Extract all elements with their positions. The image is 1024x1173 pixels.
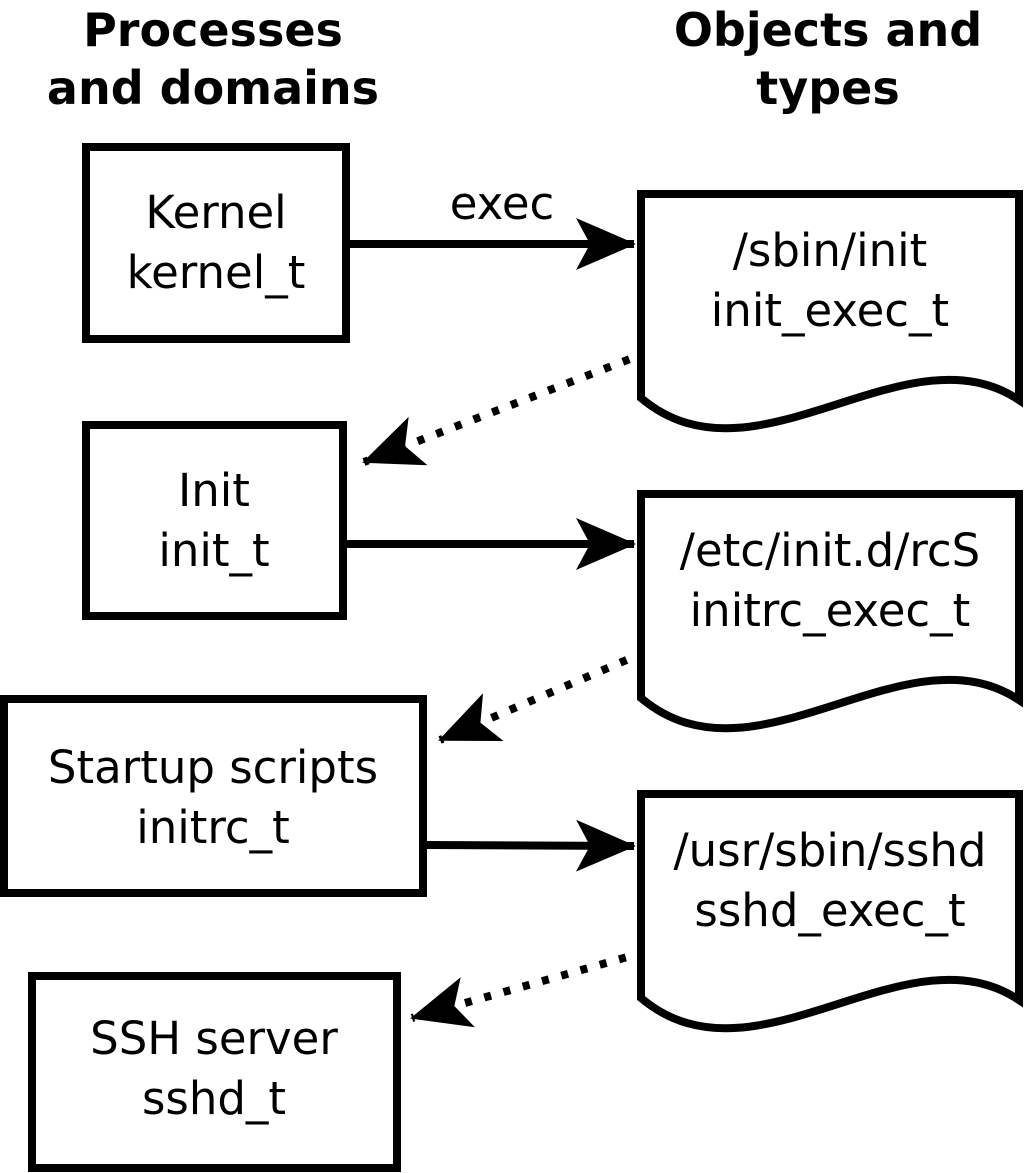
sbin-init-doc-type: init_exec_t (711, 284, 949, 337)
sbin-init-doc-outline (637, 190, 1023, 433)
left-column-header-line1: Processes (83, 3, 343, 57)
usr-sbin-sshd-doc-path: /usr/sbin/sshd (674, 824, 987, 877)
dotted-arrow-init-exec-to-init (362, 348, 650, 466)
dotted-arrow-sshd-exec-to-sshd (410, 948, 647, 1028)
startup-scripts-box-name: Startup scripts (48, 741, 378, 794)
object-doc-sbin-init: /sbin/init init_exec_t (637, 190, 1023, 433)
process-box-init: Init init_t (82, 421, 347, 620)
ssh-server-box-type: sshd_t (142, 1072, 286, 1125)
etc-initd-rcs-doc-path: /etc/init.d/rcS (680, 524, 980, 577)
object-doc-usr-sbin-sshd: /usr/sbin/sshd sshd_exec_t (637, 790, 1023, 1033)
kernel-box-type: kernel_t (127, 246, 306, 299)
object-doc-etc-initd-rcs: /etc/init.d/rcS initrc_exec_t (637, 490, 1023, 733)
process-box-ssh-server: SSH server sshd_t (28, 972, 401, 1172)
usr-sbin-sshd-doc-outline (637, 790, 1023, 1033)
right-column-header-line1: Objects and (674, 3, 982, 57)
usr-sbin-sshd-doc-type: sshd_exec_t (694, 884, 965, 937)
init-box-outline (82, 421, 347, 620)
startup-scripts-box-type: initrc_t (136, 801, 290, 854)
sbin-init-doc-path: /sbin/init (733, 224, 928, 277)
left-column-header-line2: and domains (47, 61, 379, 115)
kernel-box-outline (82, 143, 350, 343)
arrow-initrc-to-sshd (426, 819, 636, 872)
kernel-box-name: Kernel (145, 186, 286, 239)
etc-initd-rcs-doc-outline (637, 490, 1023, 733)
ssh-server-box-name: SSH server (90, 1012, 338, 1065)
init-box-type: init_t (158, 524, 269, 577)
process-box-startup-scripts: Startup scripts initrc_t (0, 695, 427, 897)
ssh-server-box-outline (28, 972, 401, 1172)
startup-scripts-box-outline (0, 695, 427, 897)
process-box-kernel: Kernel kernel_t (82, 143, 350, 343)
etc-initd-rcs-doc-type: initrc_exec_t (690, 584, 971, 637)
right-column-header-line2: types (756, 61, 899, 115)
init-box-name: Init (178, 464, 250, 517)
dotted-arrow-initrc-exec-to-initrc (438, 648, 647, 744)
exec-edge-label: exec (450, 177, 555, 230)
